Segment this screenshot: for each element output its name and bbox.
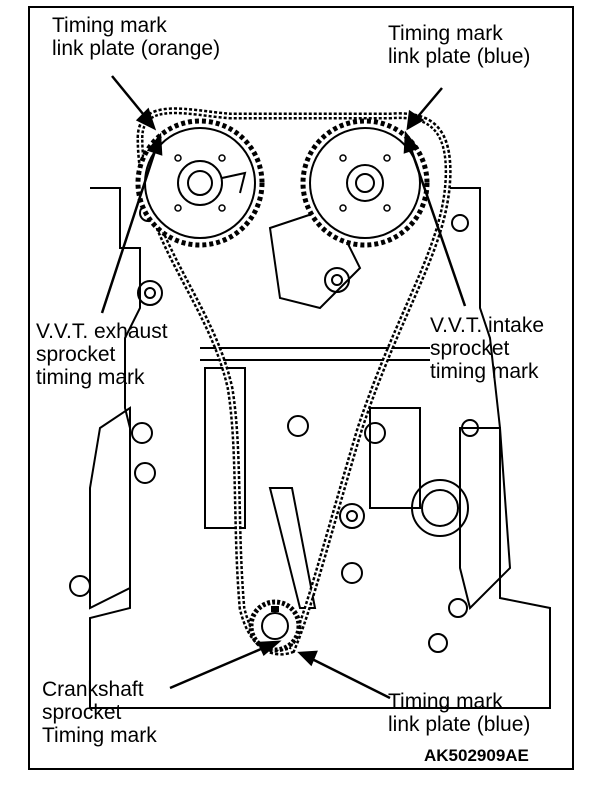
label-timing-mark-blue-top: Timing mark link plate (blue) xyxy=(388,22,531,68)
arrow-blue-plate-top xyxy=(414,87,443,121)
crankshaft-sprocket xyxy=(248,599,302,653)
bolt xyxy=(69,575,91,597)
arrow-blue-plate-bottom xyxy=(309,656,391,700)
vvt-exhaust-sprocket xyxy=(135,118,265,248)
bolt xyxy=(339,503,365,529)
arrow-vvt-intake xyxy=(408,145,467,307)
diagram-frame: Timing mark link plate (orange) Timing m… xyxy=(28,6,574,770)
right-cover xyxy=(459,427,512,610)
engine-block-outline xyxy=(89,187,551,709)
bolt xyxy=(428,633,448,653)
bolt xyxy=(324,267,350,293)
timing-chain-illustration xyxy=(69,75,551,709)
arrow-orange-plate xyxy=(111,75,149,121)
bolt xyxy=(461,419,479,437)
bolt xyxy=(364,422,386,444)
label-timing-mark-orange: Timing mark link plate (orange) xyxy=(52,14,221,60)
label-vvt-exhaust: V.V.T. exhaust sprocket timing mark xyxy=(36,320,168,389)
figure-id: AK502909AE xyxy=(424,746,529,765)
bolt xyxy=(144,287,156,299)
bolt xyxy=(131,422,153,444)
label-vvt-intake: V.V.T. intake sprocket timing mark xyxy=(430,314,545,383)
bolt xyxy=(451,214,469,232)
bolt xyxy=(341,562,363,584)
arrow-vvt-exhaust xyxy=(100,147,158,314)
bolt xyxy=(411,479,469,537)
bolt xyxy=(421,489,459,527)
bolt xyxy=(448,598,468,618)
arrow-crankshaft xyxy=(169,644,269,690)
vvt-intake-sprocket xyxy=(300,118,430,248)
left-cover xyxy=(89,406,131,610)
bolt xyxy=(346,510,358,522)
label-timing-mark-blue-bottom: Timing mark link plate (blue) xyxy=(388,690,531,736)
label-crankshaft: Crankshaft sprocket Timing mark xyxy=(42,678,157,747)
bolt xyxy=(134,462,156,484)
chain-tensioner xyxy=(268,487,317,609)
bolt xyxy=(137,280,163,306)
bolt xyxy=(331,274,343,286)
bolt xyxy=(287,415,309,437)
